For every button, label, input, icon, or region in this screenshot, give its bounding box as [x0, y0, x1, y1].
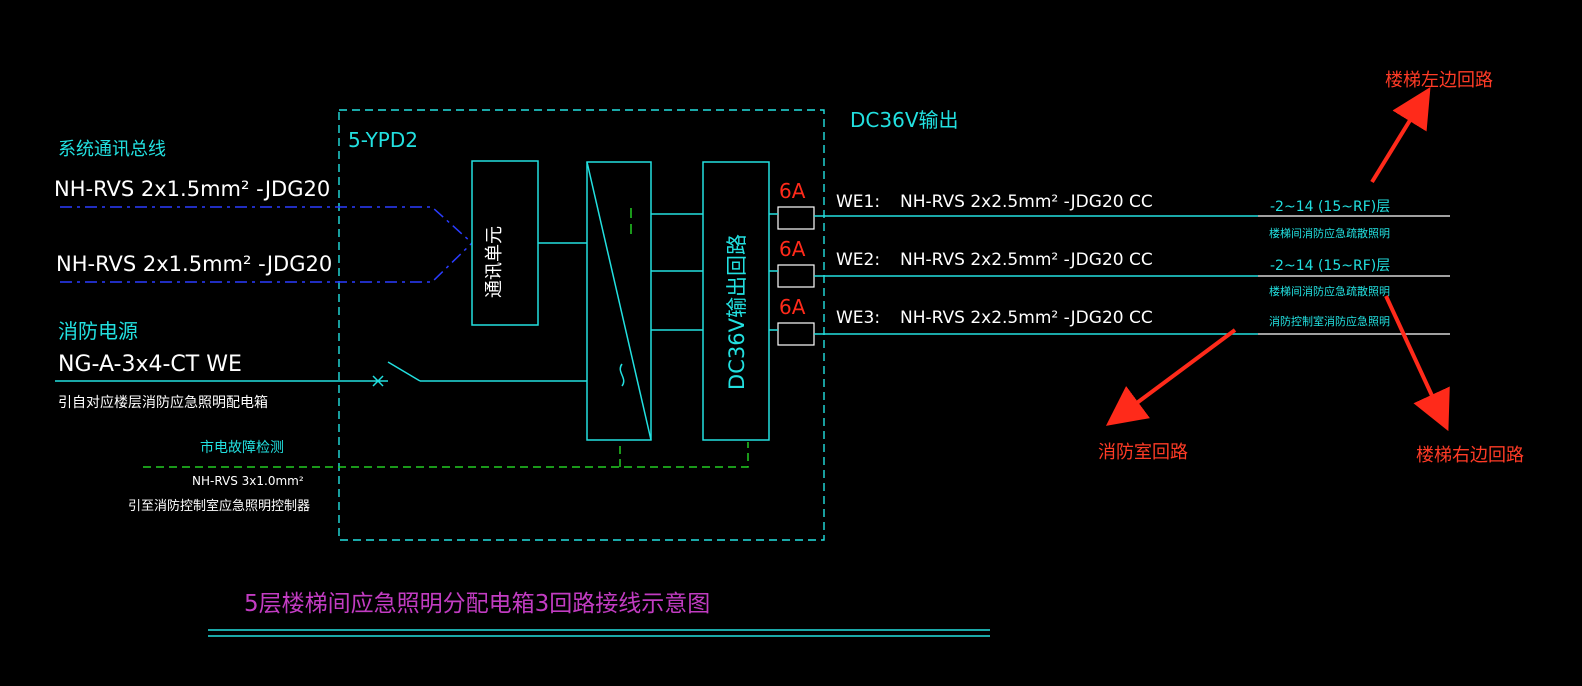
switch-icon — [372, 361, 421, 387]
panel-name: 5-YPD2 — [348, 128, 418, 152]
arrow-fire-room — [1105, 328, 1237, 426]
we1-cable: NH-RVS 2x2.5mm² -JDG20 CC — [900, 192, 1153, 212]
output-circuit-block — [702, 161, 770, 441]
output-circuit-label: DC36V输出回路 — [725, 234, 749, 390]
comm-bus-line-1 — [60, 206, 473, 244]
we3-cable: NH-RVS 2x2.5mm² -JDG20 CC — [900, 308, 1153, 328]
fire-power-cable: NG-A-3x4-CT WE — [58, 352, 242, 377]
comm-bus-title: 系统通讯总线 — [58, 139, 166, 160]
comm-cable-1: NH-RVS 2x1.5mm² -JDG20 — [54, 177, 330, 201]
breaker-rating-3: 6A — [779, 295, 806, 319]
annotation-fire-room: 消防室回路 — [1098, 442, 1188, 463]
arrow-left-stair — [1370, 86, 1431, 184]
comm-unit-block — [471, 160, 539, 326]
fire-power-source: 引自对应楼层消防应急照明配电箱 — [58, 394, 268, 411]
we1-id: WE1: — [836, 192, 880, 212]
arrow-right-stair — [1384, 295, 1450, 432]
breaker-1 — [777, 206, 815, 230]
annotation-right-stair: 楼梯右边回路 — [1416, 445, 1524, 466]
breaker-3 — [777, 322, 815, 346]
we1-floors: -2~14 (15~RF)层 — [1270, 199, 1390, 215]
breaker-rating-1: 6A — [779, 179, 806, 203]
breaker-2 — [777, 264, 815, 288]
comm-bus-line-2 — [60, 242, 473, 283]
we3-id: WE3: — [836, 308, 880, 328]
comm-cable-2: NH-RVS 2x1.5mm² -JDG20 — [56, 252, 332, 276]
we3-load: 消防控制室消防应急照明 — [1269, 314, 1390, 328]
converter-diagonal — [586, 161, 652, 441]
breaker-rating-2: 6A — [779, 237, 806, 261]
mains-fault-cable: NH-RVS 3x1.0mm² — [192, 474, 304, 488]
ac-symbol-icon — [619, 363, 625, 387]
diagram-caption: 5层楼梯间应急照明分配电箱3回路接线示意图 — [244, 591, 710, 617]
mains-fault-dest: 引至消防控制室应急照明控制器 — [128, 498, 310, 514]
we2-cable: NH-RVS 2x2.5mm² -JDG20 CC — [900, 250, 1153, 270]
mains-fault-title: 市电故障检测 — [200, 439, 284, 456]
converter-block — [586, 161, 652, 441]
panel-outline — [338, 109, 825, 541]
mains-fault-line — [143, 442, 749, 468]
comm-unit-label: 通讯单元 — [484, 226, 505, 298]
we2-load: 楼梯间消防应急疏散照明 — [1269, 284, 1390, 298]
annotation-left-stair: 楼梯左边回路 — [1385, 70, 1493, 91]
we1-load: 楼梯间消防应急疏散照明 — [1269, 226, 1390, 240]
we2-id: WE2: — [836, 250, 880, 270]
fire-power-title: 消防电源 — [58, 319, 138, 343]
output-label: DC36V输出 — [850, 108, 959, 132]
we2-floors: -2~14 (15~RF)层 — [1270, 258, 1390, 274]
